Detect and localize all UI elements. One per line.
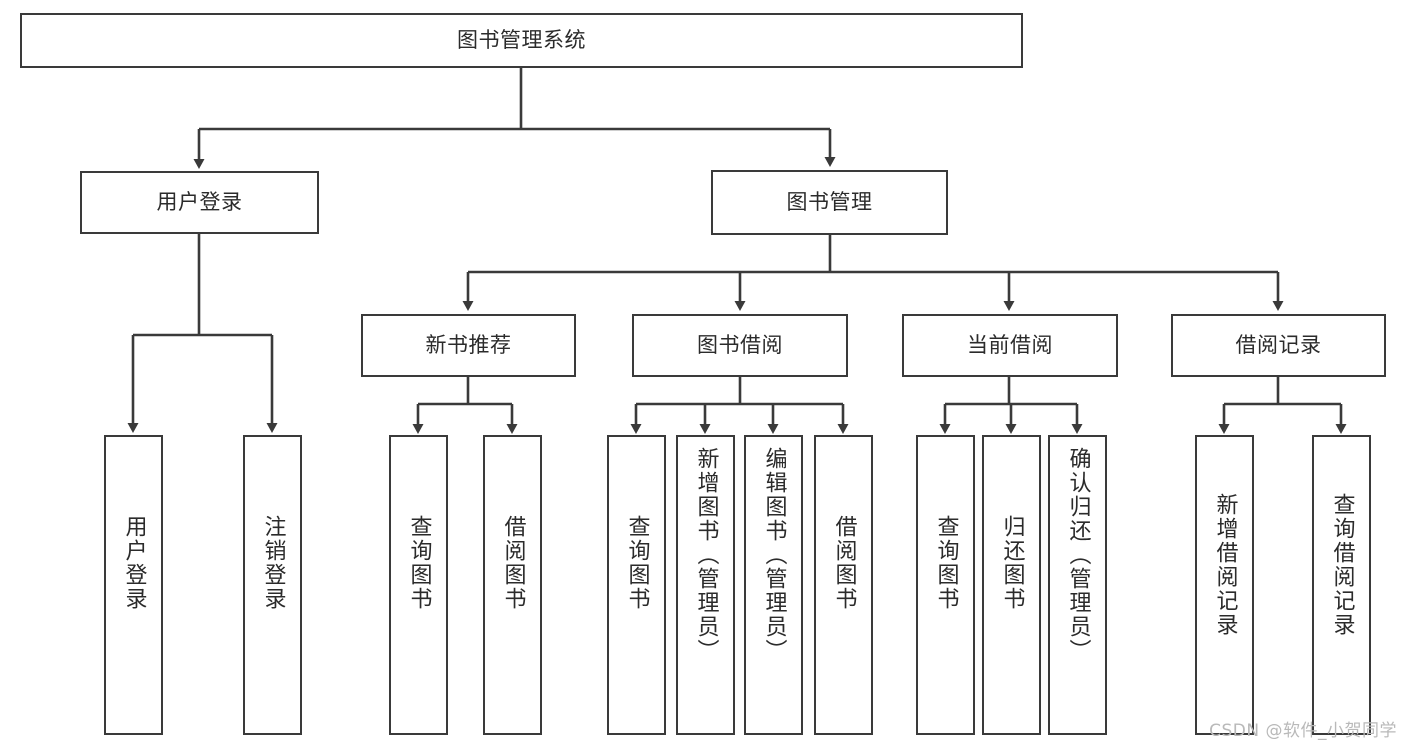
node-leaf-user-login[interactable]: 用户登录: [104, 435, 163, 735]
node-leaf-query-book-1-label: 查询图书: [406, 515, 432, 611]
node-leaf-borrow-book-2[interactable]: 借阅图书: [814, 435, 873, 735]
node-current-borrow-label: 当前借阅: [967, 332, 1053, 357]
node-leaf-borrow-book-1-label: 借阅图书: [500, 515, 526, 611]
node-book-borrow[interactable]: 图书借阅: [632, 314, 848, 377]
node-borrow-record[interactable]: 借阅记录: [1171, 314, 1386, 377]
node-leaf-confirm-return-label: 确认归还（管理员）: [1065, 447, 1091, 663]
node-new-book-rec[interactable]: 新书推荐: [361, 314, 576, 377]
node-leaf-borrow-book-2-label: 借阅图书: [831, 515, 857, 611]
node-leaf-query-book-3[interactable]: 查询图书: [916, 435, 975, 735]
node-leaf-query-record-label: 查询借阅记录: [1329, 493, 1355, 637]
node-leaf-user-login-label: 用户登录: [121, 515, 147, 611]
node-root[interactable]: 图书管理系统: [20, 13, 1023, 68]
node-book-manage[interactable]: 图书管理: [711, 170, 948, 235]
node-leaf-edit-book-label: 编辑图书（管理员）: [761, 447, 787, 663]
node-leaf-add-record[interactable]: 新增借阅记录: [1195, 435, 1254, 735]
node-leaf-user-logout[interactable]: 注销登录: [243, 435, 302, 735]
node-user-login-label: 用户登录: [156, 189, 243, 214]
node-leaf-return-book[interactable]: 归还图书: [982, 435, 1041, 735]
node-root-label: 图书管理系统: [457, 27, 586, 52]
node-leaf-borrow-book-1[interactable]: 借阅图书: [483, 435, 542, 735]
node-leaf-return-book-label: 归还图书: [999, 515, 1025, 611]
node-leaf-query-book-1[interactable]: 查询图书: [389, 435, 448, 735]
node-leaf-add-book-label: 新增图书（管理员）: [693, 447, 719, 663]
watermark-text: CSDN @软件_小贺同学: [1209, 721, 1397, 741]
node-leaf-query-book-3-label: 查询图书: [933, 515, 959, 611]
node-current-borrow[interactable]: 当前借阅: [902, 314, 1118, 377]
node-leaf-query-book-2-label: 查询图书: [624, 515, 650, 611]
node-new-book-rec-label: 新书推荐: [425, 332, 512, 357]
node-leaf-query-record[interactable]: 查询借阅记录: [1312, 435, 1371, 735]
node-leaf-user-logout-label: 注销登录: [260, 515, 286, 611]
node-leaf-confirm-return[interactable]: 确认归还（管理员）: [1048, 435, 1107, 735]
node-leaf-add-record-label: 新增借阅记录: [1212, 493, 1238, 637]
node-book-borrow-label: 图书借阅: [697, 332, 783, 357]
node-leaf-add-book[interactable]: 新增图书（管理员）: [676, 435, 735, 735]
node-borrow-record-label: 借阅记录: [1235, 332, 1322, 357]
node-book-manage-label: 图书管理: [786, 189, 873, 214]
node-leaf-query-book-2[interactable]: 查询图书: [607, 435, 666, 735]
node-user-login[interactable]: 用户登录: [80, 171, 319, 234]
node-leaf-edit-book[interactable]: 编辑图书（管理员）: [744, 435, 803, 735]
